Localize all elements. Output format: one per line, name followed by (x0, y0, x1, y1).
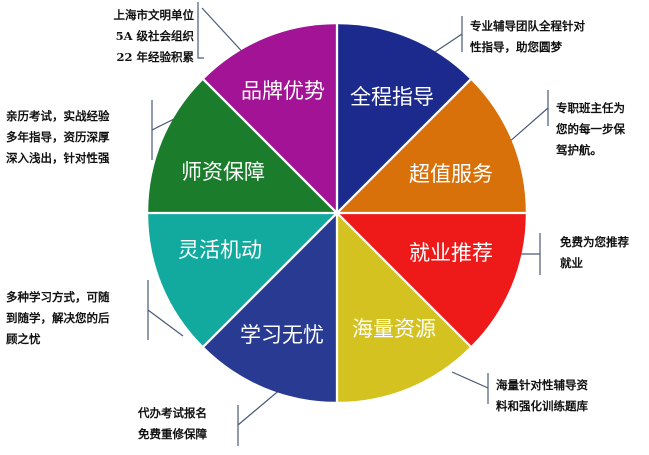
note-line: 海量针对性辅导资 (496, 378, 588, 392)
wedge-label-teachers: 师资保障 (181, 160, 265, 184)
note-teachers: 亲历考试，实战经验 多年指导，资历深厚 深入浅出，针对性强 (6, 106, 110, 169)
note-line: 多年指导，资历深厚 (6, 130, 110, 144)
note-line: 料和强化训练题库 (496, 399, 588, 413)
wedge-jobs (339, 214, 526, 346)
wedge-teachers (148, 80, 335, 212)
note-line: 免费为您推荐 (560, 235, 629, 249)
note-brand: 上海市文明单位 5A 级社会组织 22 年经验积累 (82, 5, 195, 68)
note-line: 到随学，解决您的后 (6, 311, 110, 325)
wedge-label-jobs: 就业推荐 (409, 241, 493, 265)
note-line: 就业 (560, 256, 583, 270)
note-guidance: 专业辅导团队全程针对 性指导，助您圆梦 (470, 16, 585, 58)
note-jobs: 免费为您推荐 就业 (560, 232, 629, 274)
note-line: 专职班主任为 (556, 101, 625, 115)
note-line: 5A 级社会组织 (115, 29, 194, 43)
note-line: 性指导，助您圆梦 (470, 40, 562, 54)
note-flexible: 多种学习方式，可随 到随学，解决您的后 顾之忧 (6, 287, 110, 350)
wedge-flexible (148, 214, 335, 346)
wedge-service (339, 80, 526, 212)
note-resource: 海量针对性辅导资 料和强化训练题库 (496, 375, 588, 417)
wedge-resource (338, 215, 470, 402)
wedge-guidance (338, 24, 470, 211)
note-line: 代办考试报名 (138, 406, 207, 420)
note-line: 多种学习方式，可随 (6, 290, 110, 304)
wedge-label-flexible: 灵活机动 (178, 238, 262, 262)
wedge-label-guidance: 全程指导 (350, 85, 434, 109)
note-line: 专业辅导团队全程针对 (470, 19, 585, 33)
wedge-label-study: 学习无忧 (240, 323, 324, 347)
wedge-label-service: 超值服务 (409, 162, 493, 186)
note-line: 亲历考试，实战经验 (6, 109, 110, 123)
note-line: 上海市文明单位 (113, 8, 195, 22)
note-line: 驾护航。 (556, 143, 602, 157)
wedge-label-brand: 品牌优势 (241, 79, 325, 103)
note-service: 专职班主任为 您的每一步保 驾护航。 (556, 98, 625, 161)
note-line: 顾之忧 (6, 332, 41, 346)
connector-lines (147, 2, 549, 446)
wedge-label-resource: 海量资源 (352, 317, 436, 341)
wedge-study (204, 215, 336, 402)
wedge-brand (204, 24, 336, 211)
note-line: 22 年经验积累 (116, 50, 194, 64)
note-line: 免费重修保障 (138, 427, 207, 441)
note-line: 深入浅出，针对性强 (6, 151, 110, 165)
note-line: 您的每一步保 (556, 122, 625, 136)
note-study: 代办考试报名 免费重修保障 (138, 403, 207, 445)
